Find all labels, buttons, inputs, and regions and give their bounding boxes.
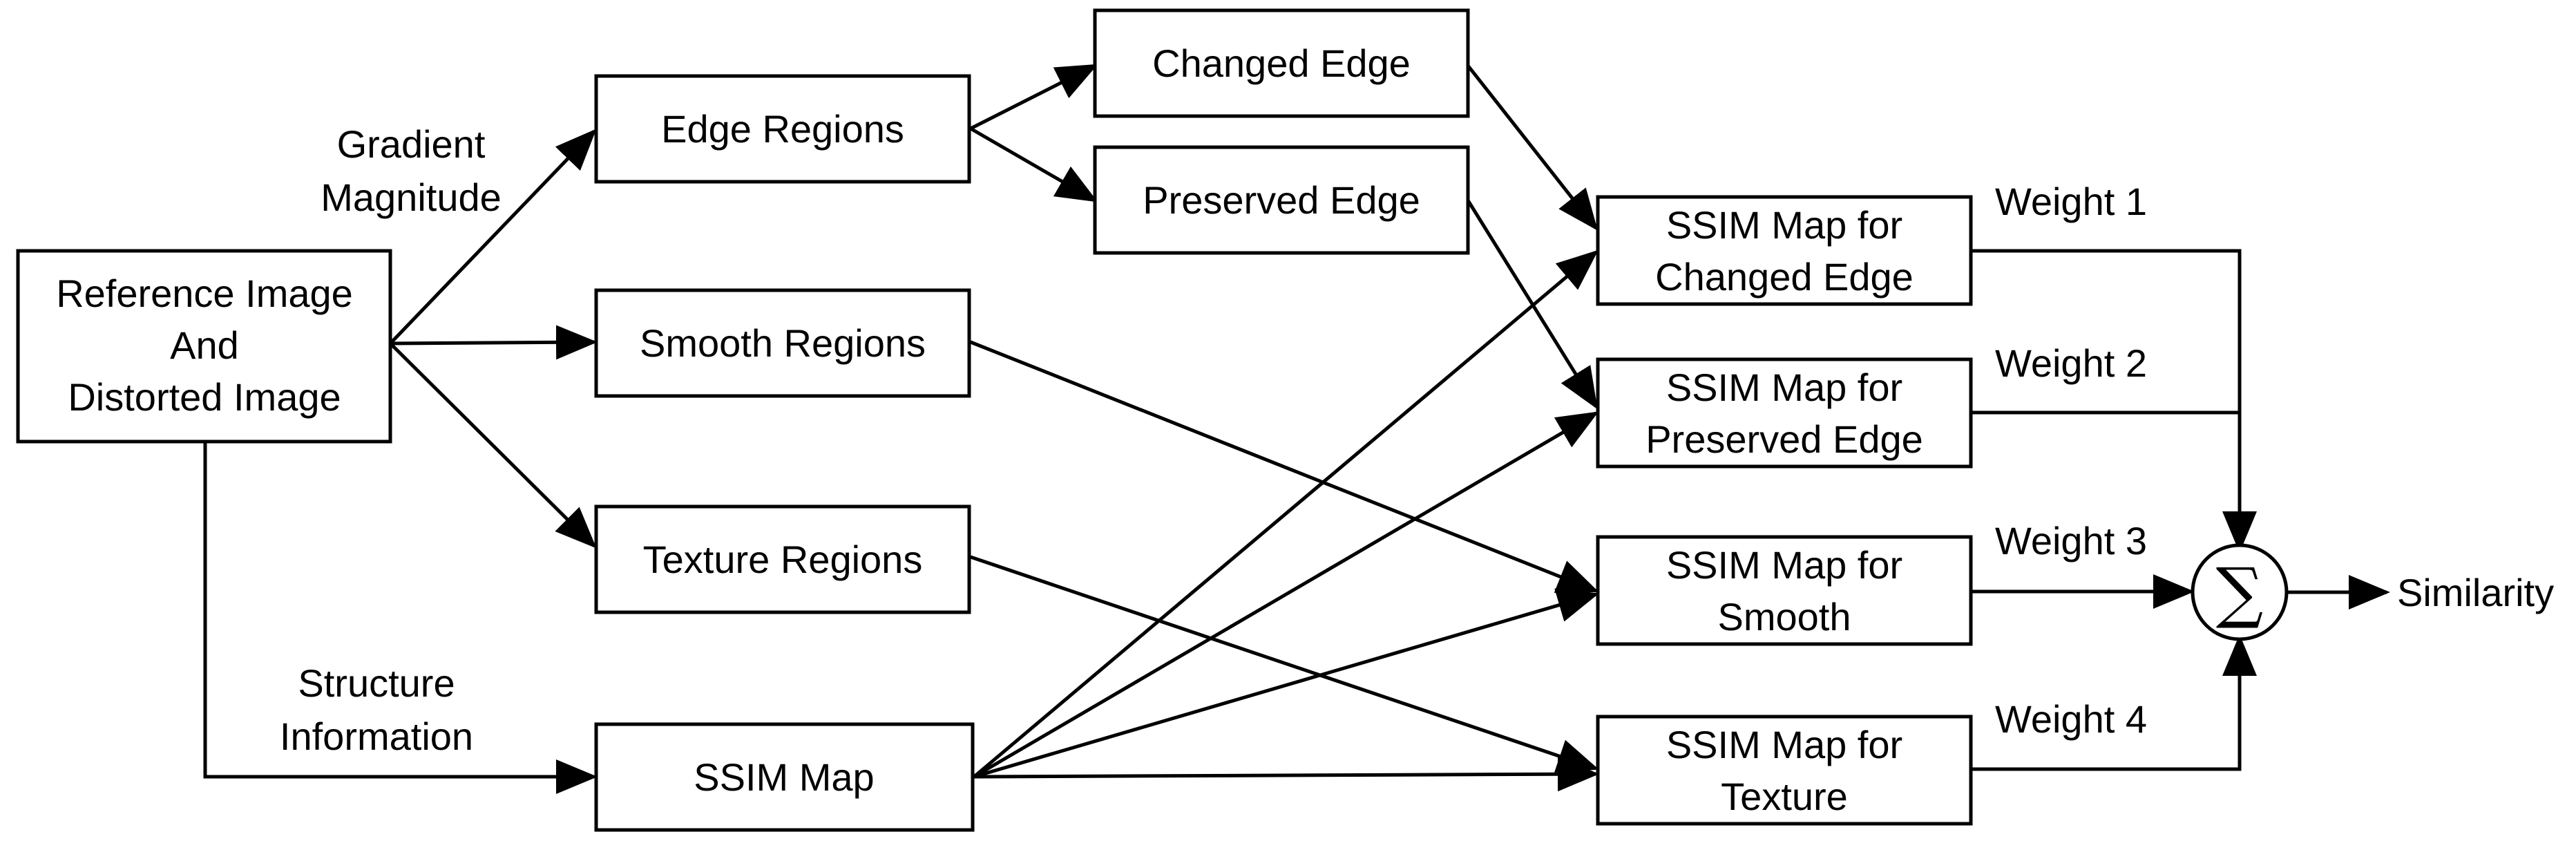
reference-label-line-2: And [170,323,239,367]
ssim-texture-label-line-1: SSIM Map for [1666,723,1902,766]
weight-3-label: Weight 3 [1995,519,2147,563]
ssim-preserved-edge-label-line-2: Preserved Edge [1645,417,1923,461]
ssim-map-box: SSIM Map [594,722,975,832]
gradient-magnitude-label-line-2: Magnitude [321,176,502,219]
gradient-magnitude-label-line-1: Gradient [337,122,486,166]
ssim-preserved-edge-box: SSIM Map for Preserved Edge [1596,357,1973,469]
summation-icon: ∑ [2216,554,2264,631]
connector-lines [203,64,2390,794]
arrow-reference-to-smooth [390,325,598,360]
arrow-ssim-map-to-ssim-preserved [973,411,1599,779]
ssim-smooth-label-line-1: SSIM Map for [1666,543,1902,587]
preserved-edge-box: Preserved Edge [1093,145,1470,255]
changed-edge-label: Changed Edge [1152,41,1411,85]
ssim-changed-edge-label-line-2: Changed Edge [1655,255,1914,299]
similarity-label: Similarity [2397,571,2554,614]
smooth-regions-box: Smooth Regions [594,288,971,398]
arrow-edge-to-changed [969,64,1098,131]
changed-edge-box: Changed Edge [1093,8,1470,118]
arrow-smooth-to-ssim-smooth [970,340,1599,593]
texture-regions-box: Texture Regions [594,504,971,614]
arrow-weight-4-to-sum [1972,634,2257,771]
texture-regions-label: Texture Regions [643,538,923,581]
arrow-ssim-map-to-ssim-smooth [973,588,1599,779]
edge-regions-label: Edge Regions [661,107,904,151]
arrow-reference-to-texture [389,342,597,549]
ssim-texture-box: SSIM Map for Texture [1596,715,1973,826]
arrow-ssim-map-to-ssim-texture [973,757,1599,792]
arrow-ssim-map-to-ssim-changed [973,249,1599,778]
ssim-changed-edge-box: SSIM Map for Changed Edge [1596,195,1973,306]
arrow-texture-to-ssim-texture [970,555,1599,773]
weight-1-label: Weight 1 [1995,180,2147,223]
weight-2-label: Weight 2 [1995,341,2147,385]
weight-4-label: Weight 4 [1995,697,2147,741]
arrow-changed-to-ssim-changed [1467,64,1599,231]
arrow-preserved-to-ssim-preserved [1466,199,1598,410]
reference-label-line-1: Reference Image [56,272,353,315]
ssim-smooth-label-line-2: Smooth [1718,595,1851,639]
ssim-map-label: SSIM Map [694,755,874,799]
edge-regions-box: Edge Regions [594,74,971,184]
arrow-weight-1-to-sum [1972,249,2257,553]
structure-information-label-line-2: Information [280,715,473,758]
arrow-edge-to-preserved [969,126,1098,202]
preserved-edge-label: Preserved Edge [1143,178,1420,222]
ssim-changed-edge-label-line-1: SSIM Map for [1666,203,1902,247]
summation-node: ∑ [2191,543,2289,641]
ssim-smooth-box: SSIM Map for Smooth [1596,535,1973,646]
ssim-preserved-edge-label-line-1: SSIM Map for [1666,366,1902,409]
ssim-texture-label-line-2: Texture [1721,775,1848,818]
reference-image-box: Reference Image And Distorted Image [16,249,392,444]
smooth-regions-label: Smooth Regions [640,321,926,365]
arrow-reference-to-ssim-map [203,442,598,794]
structure-information-label-line-1: Structure [298,661,455,705]
reference-label-line-3: Distorted Image [68,375,341,419]
arrow-reference-to-edge [389,129,597,345]
